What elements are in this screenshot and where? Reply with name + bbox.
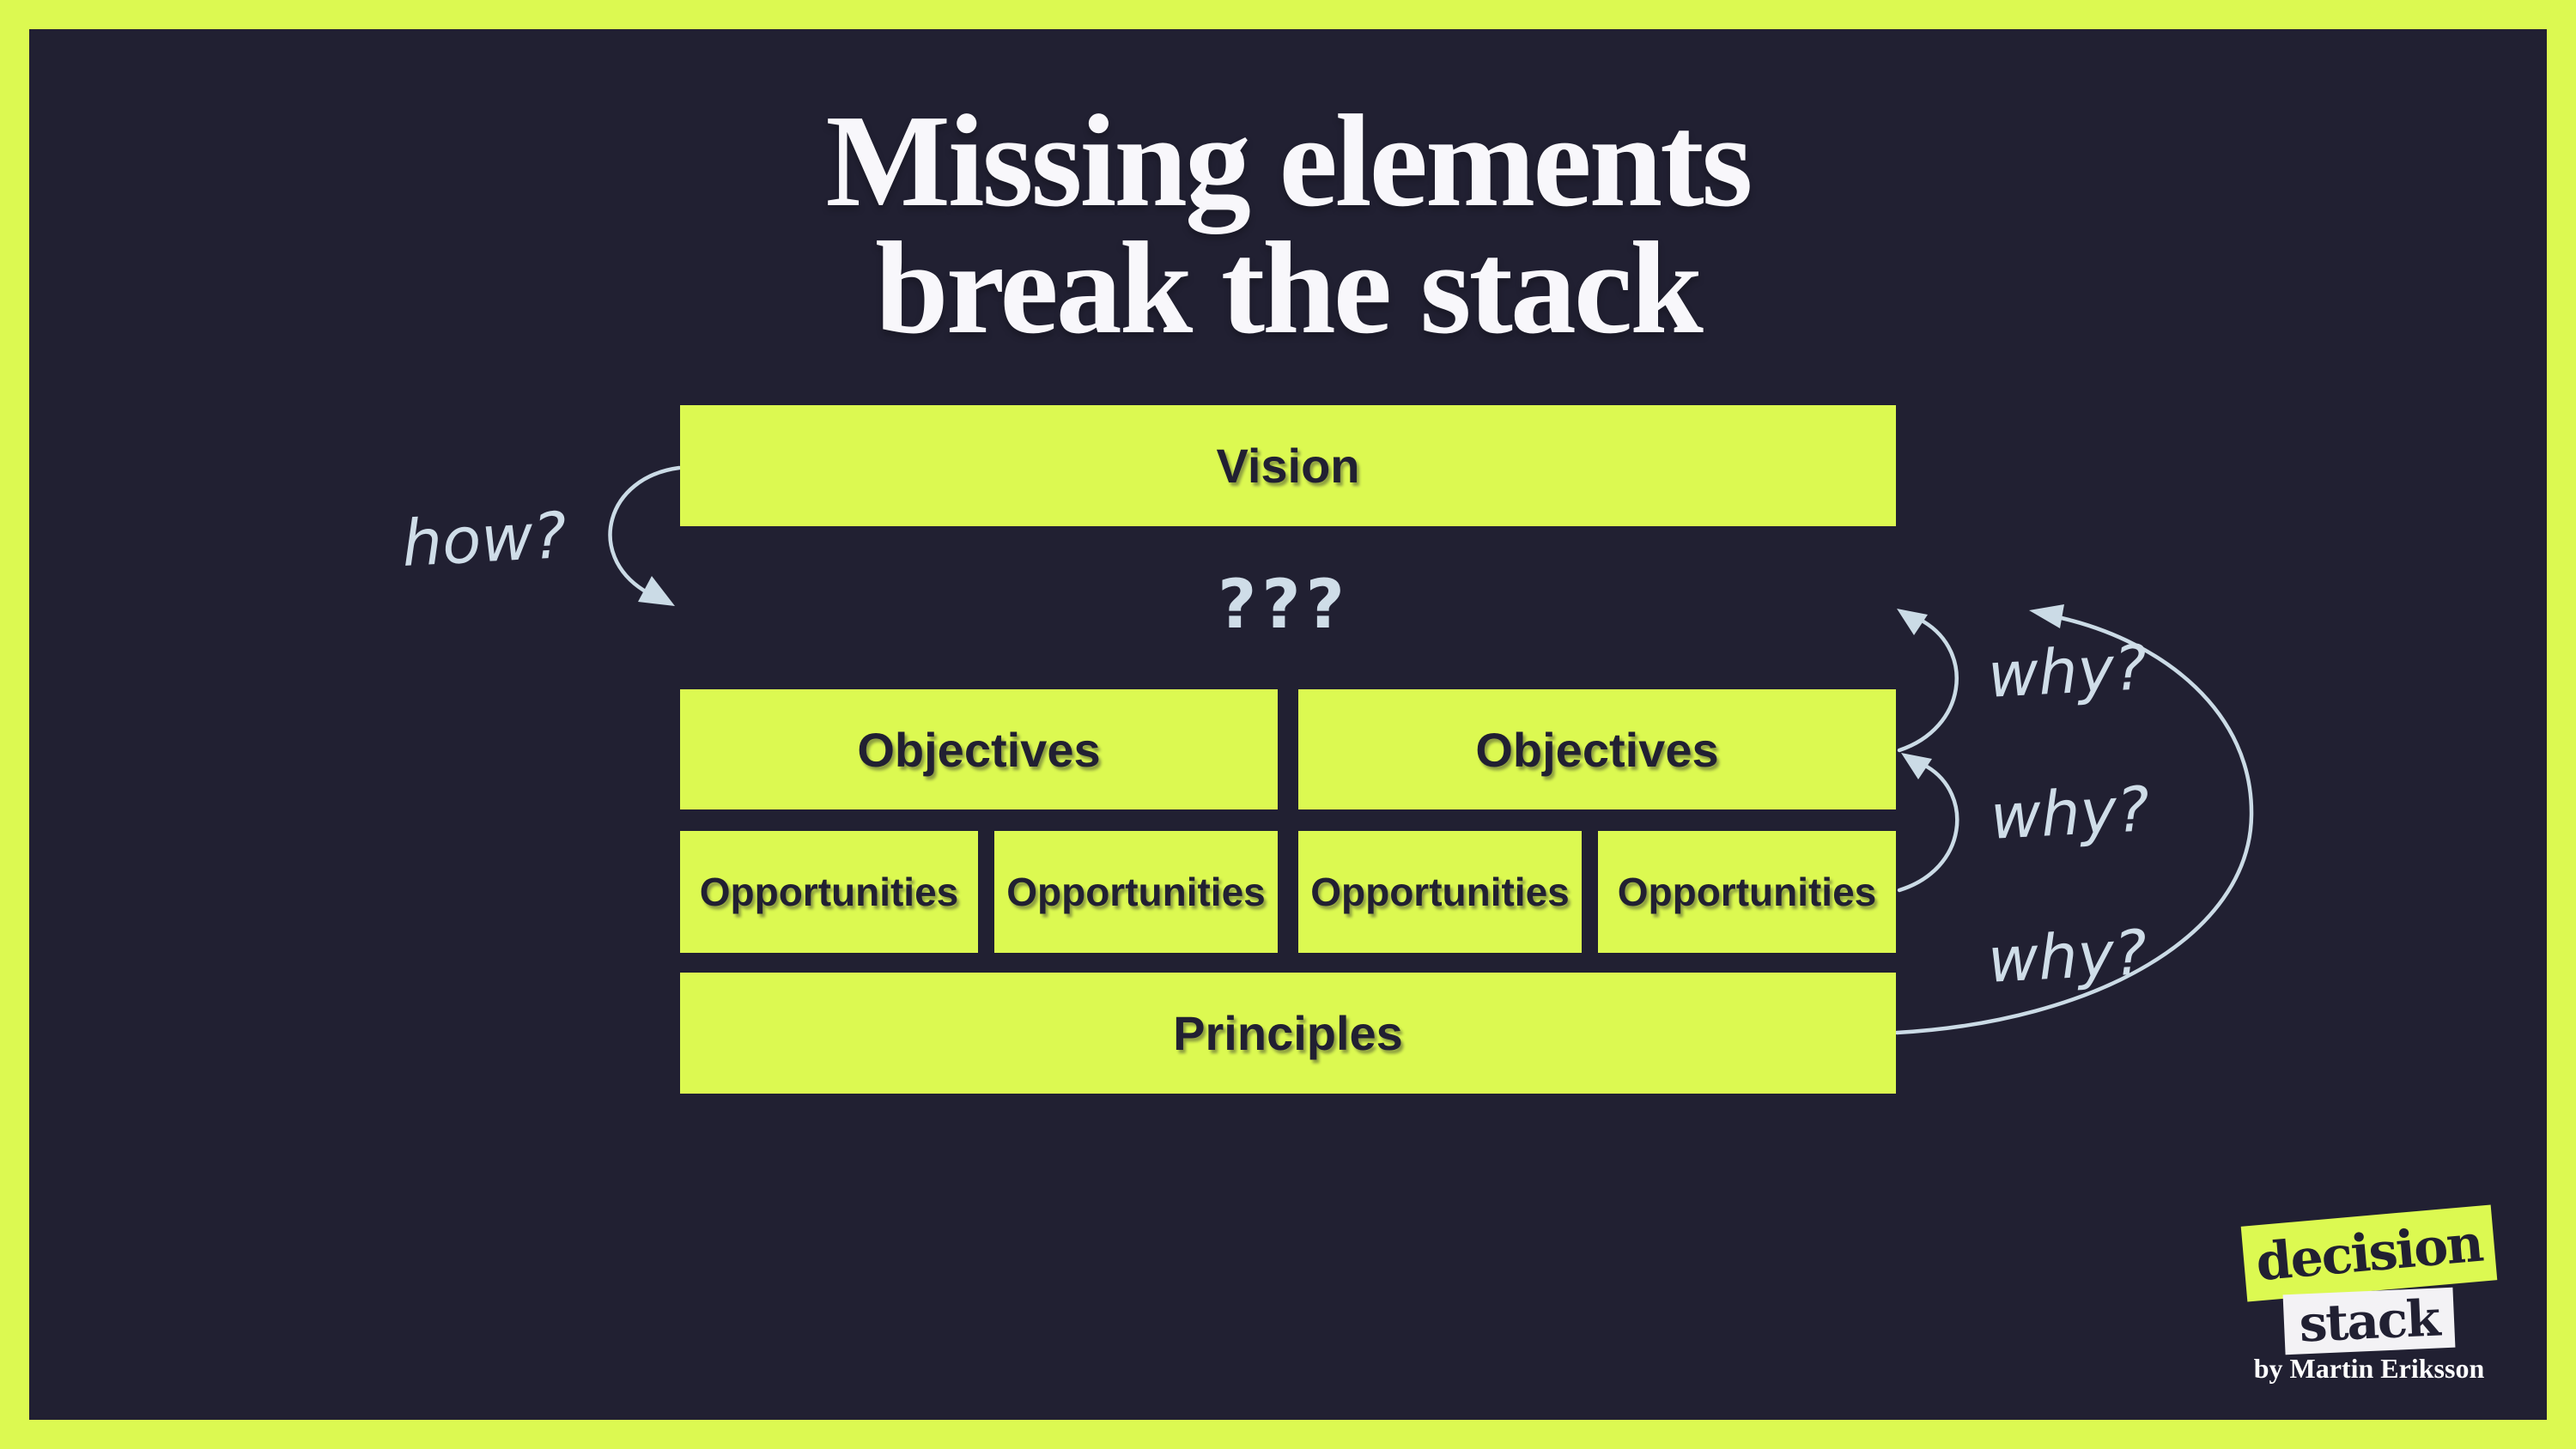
slide-title-line-2: break the stack bbox=[875, 215, 1704, 361]
opportunities-box-3: Opportunities bbox=[1298, 831, 1582, 953]
vision-box: Vision bbox=[680, 405, 1896, 526]
principles-box: Principles bbox=[680, 973, 1896, 1094]
logo-stack-badge: stack bbox=[2282, 1287, 2456, 1355]
opportunities-box-2: Opportunities bbox=[994, 831, 1278, 953]
opportunities-label-2: Opportunities bbox=[1006, 870, 1266, 914]
opportunities-label-1: Opportunities bbox=[699, 870, 959, 914]
objectives-box-2: Objectives bbox=[1298, 689, 1896, 809]
logo-stack-text: stack bbox=[2298, 1288, 2440, 1354]
logo-decision-text: decision bbox=[2253, 1213, 2485, 1294]
slide-background: Missing elements break the stack bbox=[29, 29, 2547, 1420]
missing-level-label: ??? bbox=[1218, 567, 1350, 644]
principles-label: Principles bbox=[1173, 1006, 1403, 1060]
slide-title: Missing elements break the stack bbox=[29, 88, 2547, 361]
why-label-3: why? bbox=[1985, 916, 2149, 997]
vision-label: Vision bbox=[1216, 439, 1360, 493]
objectives-label-1: Objectives bbox=[857, 722, 1101, 777]
opportunities-label-3: Opportunities bbox=[1310, 870, 1570, 914]
objectives-label-2: Objectives bbox=[1475, 722, 1719, 777]
why-label-1: why? bbox=[1985, 631, 2149, 712]
how-label: how? bbox=[399, 499, 569, 581]
opportunities-box-4: Opportunities bbox=[1598, 831, 1896, 953]
opportunities-box-1: Opportunities bbox=[680, 831, 978, 953]
opportunities-label-4: Opportunities bbox=[1617, 870, 1877, 914]
objectives-box-1: Objectives bbox=[680, 689, 1278, 809]
why-label-2: why? bbox=[1988, 773, 2152, 853]
slide-title-line-1: Missing elements bbox=[825, 88, 1753, 234]
logo-byline: by Martin Eriksson bbox=[2253, 1353, 2485, 1384]
